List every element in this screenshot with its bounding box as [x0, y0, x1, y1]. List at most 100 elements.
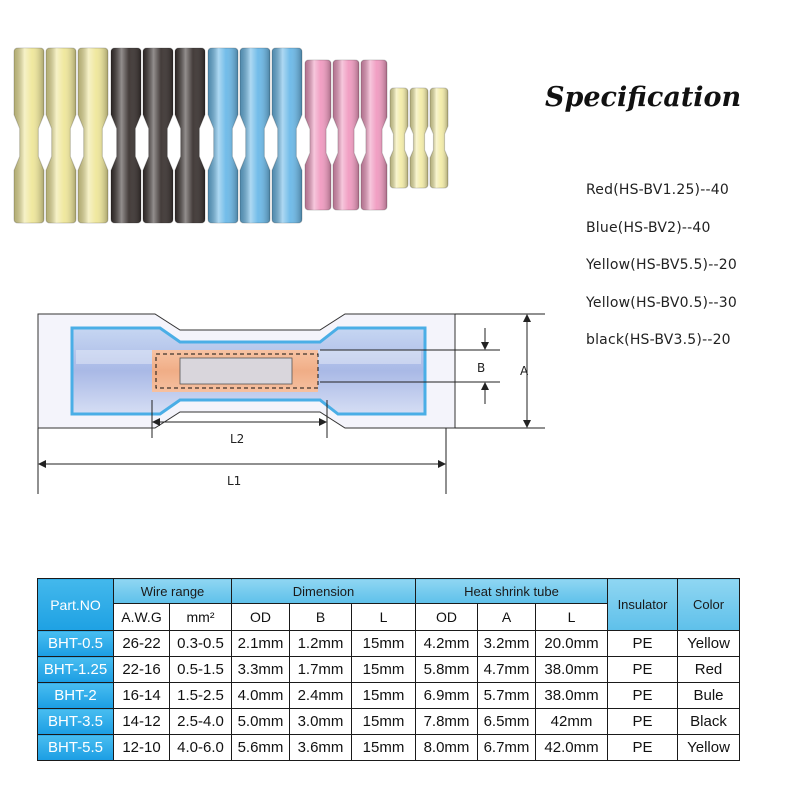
header-insulator: Insulator — [607, 578, 678, 631]
header-dimension: Dimension — [231, 578, 416, 604]
cell-part: BHT-2 — [37, 682, 114, 709]
connector-tube — [13, 47, 45, 224]
header-hs-a: A — [477, 603, 536, 631]
cell-l: 15mm — [351, 630, 416, 657]
cell-insulator: PE — [607, 630, 678, 657]
cell-od: 3.3mm — [231, 656, 290, 683]
cell-part: BHT-3.5 — [37, 708, 114, 735]
connector-tube — [142, 47, 174, 224]
cell-hs-l: 20.0mm — [535, 630, 608, 657]
connector-tube — [360, 59, 388, 211]
connector-tube — [304, 59, 332, 211]
cell-l: 15mm — [351, 708, 416, 735]
cell-hs-l: 42mm — [535, 708, 608, 735]
cell-mm2: 1.5-2.5 — [169, 682, 232, 709]
cell-b: 3.0mm — [289, 708, 352, 735]
spec-item-yellow-0-5: Yellow(HS-BV0.5)--30 — [586, 294, 737, 311]
dimension-label-l1: L1 — [227, 474, 241, 488]
cell-hs-l: 38.0mm — [535, 682, 608, 709]
cell-color: Black — [677, 708, 740, 735]
cell-hs-l: 42.0mm — [535, 734, 608, 761]
cell-awg: 16-14 — [113, 682, 170, 709]
header-part-no: Part.NO — [37, 578, 114, 631]
cell-l: 15mm — [351, 682, 416, 709]
connector-tube — [389, 87, 409, 189]
header-b: B — [289, 603, 352, 631]
core-window — [179, 357, 293, 385]
connector-tube — [271, 47, 303, 224]
cell-insulator: PE — [607, 734, 678, 761]
cell-mm2: 4.0-6.0 — [169, 734, 232, 761]
cell-b: 1.7mm — [289, 656, 352, 683]
cell-part: BHT-5.5 — [37, 734, 114, 761]
cell-hs-a: 6.5mm — [477, 708, 536, 735]
cell-hs-a: 3.2mm — [477, 630, 536, 657]
connector-tube — [409, 87, 429, 189]
connector-tube — [45, 47, 77, 224]
cell-hs-od: 8.0mm — [415, 734, 478, 761]
cell-l: 15mm — [351, 734, 416, 761]
spec-item-black: black(HS-BV3.5)--20 — [586, 332, 731, 348]
spec-item-blue: Blue(HS-BV2)--40 — [586, 219, 711, 236]
cell-od: 5.6mm — [231, 734, 290, 761]
cell-hs-od: 6.9mm — [415, 682, 478, 709]
cell-mm2: 0.3-0.5 — [169, 630, 232, 657]
core-dashed-outline — [155, 353, 319, 389]
cell-mm2: 2.5-4.0 — [169, 708, 232, 735]
cell-hs-od: 7.8mm — [415, 708, 478, 735]
cell-od: 2.1mm — [231, 630, 290, 657]
connector-tube — [207, 47, 239, 224]
cell-color: Red — [677, 656, 740, 683]
connector-tube — [239, 47, 271, 224]
cell-awg: 22-16 — [113, 656, 170, 683]
cell-hs-a: 6.7mm — [477, 734, 536, 761]
cell-color: Yellow — [677, 630, 740, 657]
specification-title: Specification — [545, 82, 742, 113]
connector-tube — [174, 47, 206, 224]
cell-hs-a: 4.7mm — [477, 656, 536, 683]
header-od: OD — [231, 603, 290, 631]
cell-od: 4.0mm — [231, 682, 290, 709]
header-wire-range: Wire range — [113, 578, 232, 604]
dimension-label-l2: L2 — [230, 432, 244, 446]
cell-part: BHT-0.5 — [37, 630, 114, 657]
connector-tube — [332, 59, 360, 211]
connector-photo — [13, 47, 449, 224]
cell-mm2: 0.5-1.5 — [169, 656, 232, 683]
cell-b: 3.6mm — [289, 734, 352, 761]
dimension-label-a: A — [520, 364, 529, 378]
cell-hs-od: 4.2mm — [415, 630, 478, 657]
cell-hs-l: 38.0mm — [535, 656, 608, 683]
cell-insulator: PE — [607, 708, 678, 735]
cell-awg: 12-10 — [113, 734, 170, 761]
connector-diagram: B A L2 L1 — [37, 313, 545, 494]
header-mm2: mm² — [169, 603, 232, 631]
header-hs-l: L — [535, 603, 608, 631]
header-l: L — [351, 603, 416, 631]
cell-insulator: PE — [607, 682, 678, 709]
cell-hs-od: 5.8mm — [415, 656, 478, 683]
spec-item-yellow-5-5: Yellow(HS-BV5.5)--20 — [586, 257, 737, 273]
cell-b: 1.2mm — [289, 630, 352, 657]
specification-table: Part.NO Wire range Dimension Heat shrink… — [37, 578, 740, 761]
cell-awg: 14-12 — [113, 708, 170, 735]
connector-tube — [77, 47, 109, 224]
spec-item-red: Red(HS-BV1.25)--40 — [586, 182, 729, 198]
connector-tube — [110, 47, 142, 224]
connector-tube — [429, 87, 449, 189]
dimension-label-b: B — [477, 361, 485, 375]
header-heat-shrink-tube: Heat shrink tube — [415, 578, 608, 604]
cell-part: BHT-1.25 — [37, 656, 114, 683]
cell-awg: 26-22 — [113, 630, 170, 657]
cell-color: Yellow — [677, 734, 740, 761]
cell-color: Bule — [677, 682, 740, 709]
cell-b: 2.4mm — [289, 682, 352, 709]
cell-od: 5.0mm — [231, 708, 290, 735]
cell-l: 15mm — [351, 656, 416, 683]
specification-list: Red(HS-BV1.25)--40 Blue(HS-BV2)--40 Yell… — [586, 180, 737, 368]
cell-insulator: PE — [607, 656, 678, 683]
header-hs-od: OD — [415, 603, 478, 631]
